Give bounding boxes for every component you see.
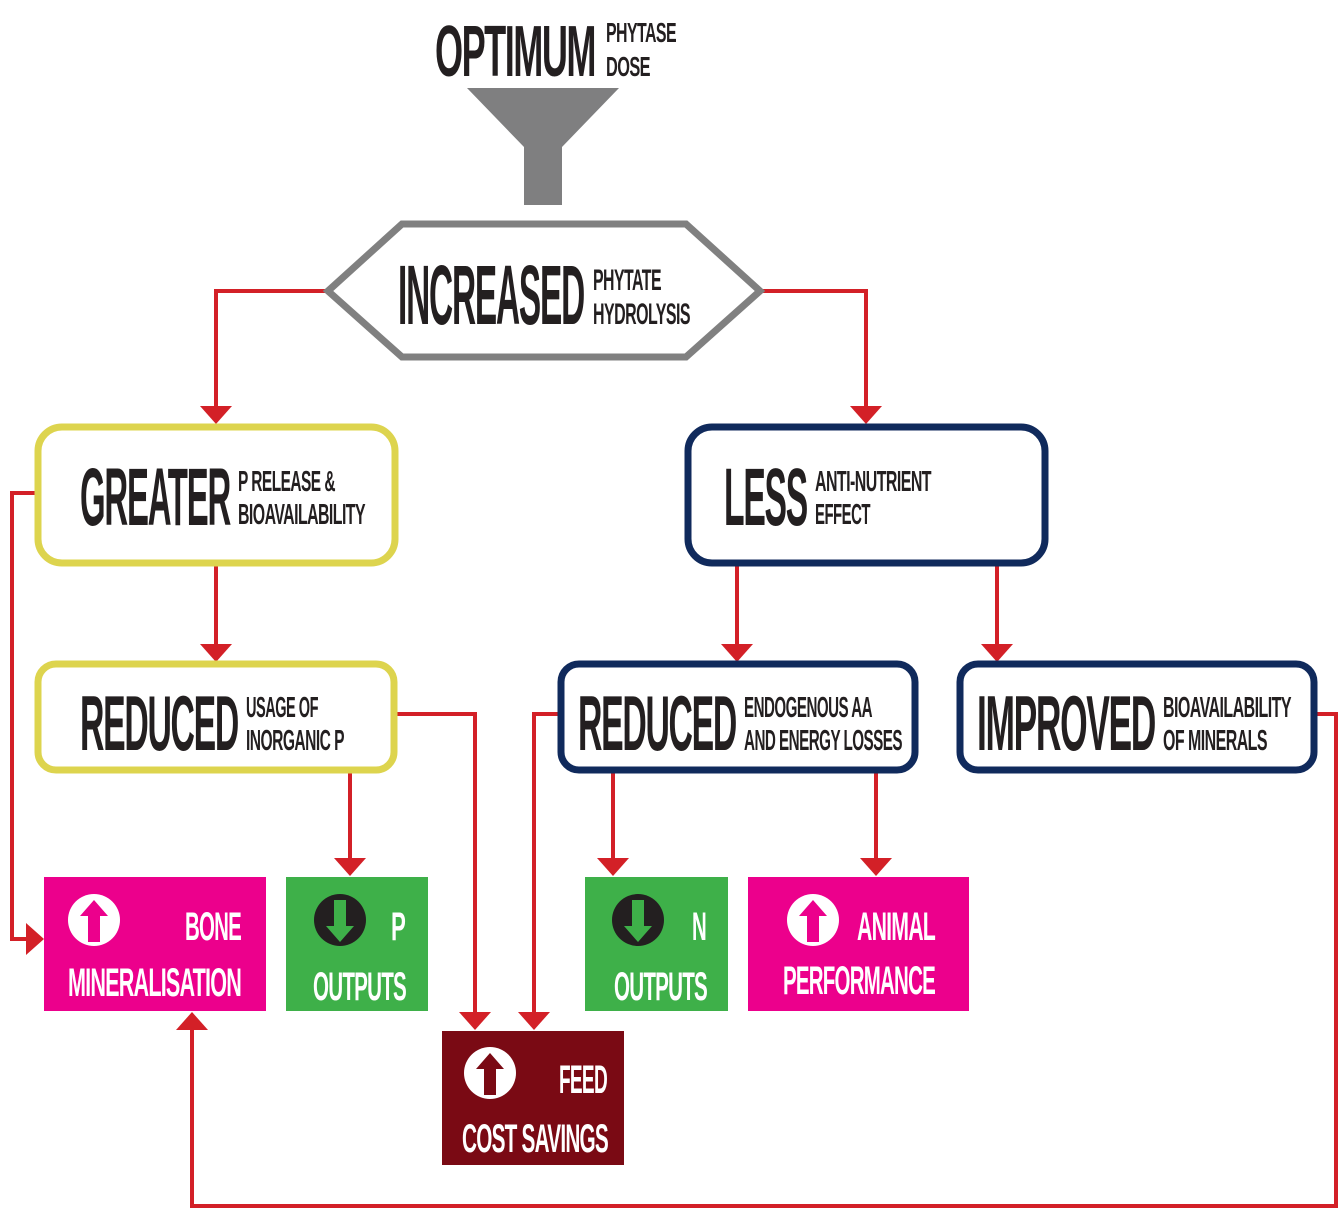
greater-subtitle-line2: BIOAVAILABILITY [238, 499, 365, 531]
reduced-p-node: REDUCED USAGE OF INORGANIC P [34, 660, 398, 774]
arrowhead [981, 644, 1013, 662]
connector-arrowheads [26, 406, 1013, 1030]
improved-subtitle-line2: OF MINERALS [1163, 725, 1267, 757]
arrow-up-icon [787, 894, 839, 946]
arrowhead [176, 1012, 208, 1030]
reduced-p-subtitle-line2: INORGANIC P [246, 725, 344, 757]
hydrolysis-node: INCREASED PHYTATE HYDROLYSIS [322, 220, 766, 361]
arrowhead [597, 858, 629, 876]
improved-box [956, 660, 1318, 774]
feed-outcome: FEED COST SAVINGS [442, 1031, 624, 1165]
less-box [684, 423, 1049, 567]
improved-subtitle-line1: BIOAVAILABILITY [1163, 692, 1291, 724]
arrowhead [459, 1012, 491, 1030]
p-outputs-box [286, 877, 428, 1011]
connector-improved-to-bone [190, 712, 1338, 1208]
funnel-icon [467, 88, 619, 205]
animal-box [748, 877, 969, 1011]
p-outputs-outcome: P OUTPUTS [286, 877, 428, 1011]
arrow-up-icon [68, 894, 120, 946]
n-outputs-line1: N [692, 905, 706, 949]
feed-line2: COST SAVINGS [462, 1117, 608, 1161]
arrow-up-icon [464, 1047, 516, 1099]
hydrolysis-hexagon [322, 220, 766, 361]
arrowhead [850, 406, 882, 424]
greater-box [34, 423, 399, 567]
reduced-aa-subtitle-line2: AND ENERGY LOSSES [744, 725, 902, 757]
hydrolysis-subtitle-line2: HYDROLYSIS [593, 298, 690, 331]
n-outputs-box [585, 877, 728, 1011]
arrowhead [26, 923, 44, 955]
reduced-aa-title: REDUCED [578, 679, 736, 767]
reduced-aa-node: REDUCED ENDOGENOUS AA AND ENERGY LOSSES [557, 660, 919, 774]
optimum-header: OPTIMUM PHYTASE DOSE [435, 12, 677, 92]
bone-line2: MINERALISATION [68, 961, 241, 1005]
connectors [10, 289, 1338, 1208]
arrowhead [200, 406, 232, 424]
connector-reduced-aa-to-feed [532, 712, 561, 1016]
reduced-p-box [34, 660, 398, 774]
less-subtitle-line2: EFFECT [815, 499, 871, 531]
arrow-down-icon [314, 894, 366, 946]
animal-line2: PERFORMANCE [783, 959, 935, 1003]
less-subtitle-line1: ANTI-NUTRIENT [815, 466, 932, 498]
improved-title: IMPROVED [977, 679, 1155, 767]
bone-outcome: BONE MINERALISATION [44, 877, 266, 1011]
hydrolysis-subtitle-line1: PHYTATE [593, 264, 661, 297]
arrow-down-icon [612, 894, 664, 946]
greater-subtitle-line1: P RELEASE & [238, 466, 336, 498]
greater-node: GREATER P RELEASE & BIOAVAILABILITY [34, 423, 399, 567]
arrowhead [200, 644, 232, 662]
n-outputs-line2: OUTPUTS [614, 965, 707, 1009]
connector-greater-to-bone [10, 491, 38, 941]
reduced-aa-box [557, 660, 919, 774]
arrowhead [518, 1012, 550, 1030]
animal-line1: ANIMAL [857, 905, 936, 949]
optimum-subtitle-line2: DOSE [606, 51, 650, 82]
arrowhead [721, 644, 753, 662]
p-outputs-line1: P [391, 905, 405, 949]
reduced-p-subtitle-line1: USAGE OF [246, 692, 318, 724]
arrowhead [860, 858, 892, 876]
p-outputs-line2: OUTPUTS [313, 965, 406, 1009]
arrowhead [334, 858, 366, 876]
less-title: LESS [724, 452, 807, 543]
connector-hydrolysis-to-greater [214, 289, 328, 410]
bone-line1: BONE [185, 905, 241, 949]
optimum-subtitle-line1: PHYTASE [606, 17, 676, 48]
reduced-aa-subtitle-line1: ENDOGENOUS AA [744, 692, 873, 724]
animal-outcome: ANIMAL PERFORMANCE [748, 877, 969, 1011]
less-node: LESS ANTI-NUTRIENT EFFECT [684, 423, 1049, 567]
reduced-p-title: REDUCED [80, 679, 238, 767]
optimum-title: OPTIMUM [435, 12, 595, 92]
hydrolysis-title: INCREASED [398, 248, 584, 342]
connector-hydrolysis-to-less [760, 289, 868, 410]
connector-reduced-p-to-feed [396, 712, 477, 1016]
n-outputs-outcome: N OUTPUTS [585, 877, 728, 1011]
improved-node: IMPROVED BIOAVAILABILITY OF MINERALS [956, 660, 1318, 774]
greater-title: GREATER [80, 452, 231, 543]
feed-line1: FEED [559, 1058, 607, 1102]
feed-box [442, 1031, 624, 1165]
